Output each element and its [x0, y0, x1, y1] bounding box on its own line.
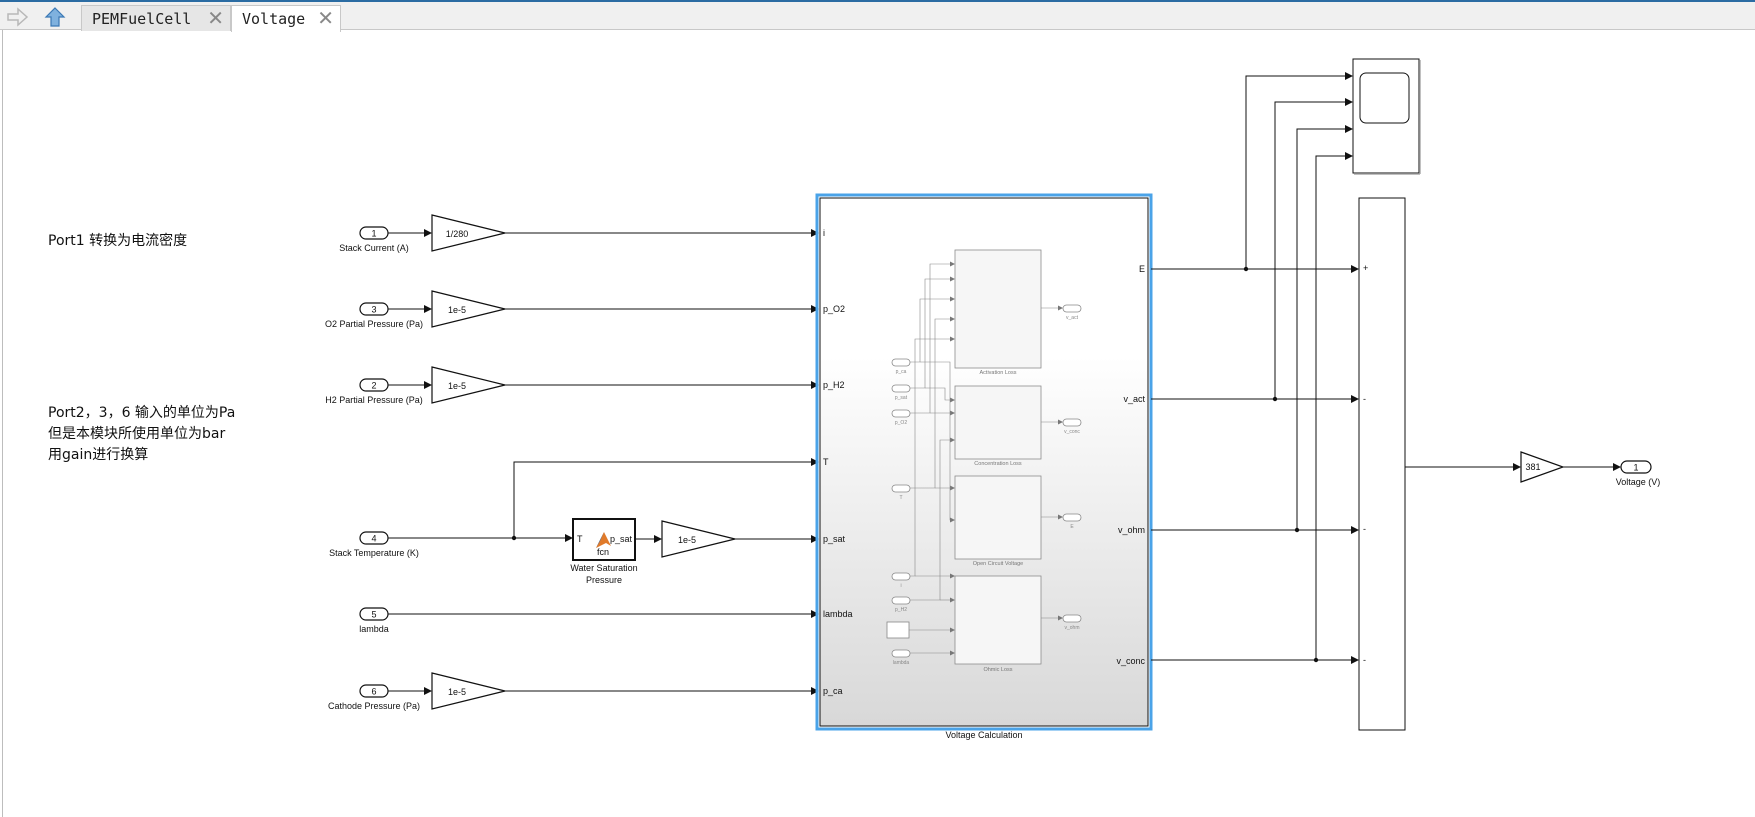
model-canvas[interactable]	[2, 30, 1755, 817]
input-signal-lines	[388, 229, 819, 695]
inner-port-label: p_O2	[895, 420, 907, 426]
gain-pca[interactable]: 1e-5	[431, 672, 506, 710]
fcn-block-water-saturation[interactable]: T p_sat fcn Water Saturation Pressure	[570, 518, 638, 585]
subsystem-voltage-calculation[interactable]: Voltage Calculation i p_O2 p_H2 T p_sat …	[815, 193, 1153, 740]
inner-label: Open Circuit Voltage	[973, 561, 1023, 567]
inner-label: Ohmic Loss	[983, 667, 1012, 673]
tab-pemfuelcell[interactable]: PEMFuelCell ✕	[81, 5, 231, 31]
gain-value: 1e-5	[448, 687, 466, 697]
subsystem-out-port-v-act: v_act	[1123, 394, 1145, 404]
sum-sign: -	[1363, 394, 1366, 404]
inport-6[interactable]: 6 Cathode Pressure (Pa)	[328, 684, 420, 711]
inner-block-ohmic-loss	[954, 575, 1042, 665]
inner-block-open-circuit-voltage	[954, 475, 1042, 560]
inport-number: 3	[371, 305, 376, 315]
subsystem-in-port-lambda: lambda	[823, 609, 853, 619]
gain-value: 1/280	[446, 229, 469, 239]
inner-port-label: p_H2	[895, 607, 907, 613]
note-port1: Port1 转换为电流密度	[48, 233, 188, 249]
sum-block[interactable]: + - - -	[1358, 197, 1406, 731]
note-port236-line3: 用gain进行换算	[48, 447, 149, 463]
sum-sign: -	[1363, 655, 1366, 665]
inner-port-label: i	[900, 583, 901, 589]
gain-value: 1e-5	[678, 535, 696, 545]
subsystem-out-port-v-conc: v_conc	[1116, 656, 1145, 666]
up-arrow-icon	[44, 7, 66, 27]
gain-value: 1e-5	[448, 305, 466, 315]
inner-label: Concentration Loss	[974, 461, 1022, 467]
outport-1[interactable]: 1 Voltage (V)	[1616, 460, 1661, 487]
outport-number: 1	[1633, 463, 1638, 473]
inport-label: H2 Partial Pressure (Pa)	[325, 395, 423, 405]
gain-h2[interactable]: 1e-5	[431, 366, 506, 404]
inport-4[interactable]: 4 Stack Temperature (K)	[329, 531, 419, 558]
fcn-out-port: p_sat	[610, 534, 633, 544]
subsystem-in-port-t: T	[823, 457, 829, 467]
subsystem-in-port-p-ca: p_ca	[823, 686, 843, 696]
note-port236-line1: Port2，3，6 输入的单位为Pa	[48, 405, 236, 421]
tab-voltage[interactable]: Voltage ✕	[231, 5, 341, 32]
inport-label: Cathode Pressure (Pa)	[328, 701, 420, 711]
subsystem-in-port-p-h2: p_H2	[823, 380, 845, 390]
scope-screen-icon	[1359, 72, 1410, 124]
inport-5[interactable]: 5 lambda	[359, 607, 389, 634]
inner-port-label: E	[1070, 524, 1074, 530]
tab-bar: PEMFuelCell ✕ Voltage ✕	[0, 0, 1755, 32]
subsystem-in-port-p-o2: p_O2	[823, 304, 845, 314]
scope-block[interactable]	[1352, 58, 1421, 175]
inport-label: O2 Partial Pressure (Pa)	[325, 319, 423, 329]
back-arrow-icon	[7, 7, 29, 27]
inport-label: lambda	[359, 624, 389, 634]
output-signal-lines	[1151, 72, 1621, 664]
inner-port-label: p_ca	[896, 369, 907, 375]
outport-label: Voltage (V)	[1616, 477, 1661, 487]
inner-port-label: v_act	[1066, 315, 1079, 321]
fcn-in-port: T	[577, 534, 583, 544]
inner-port-label: v_ohm	[1064, 625, 1079, 631]
sum-sign: +	[1363, 263, 1368, 273]
up-button[interactable]	[38, 4, 72, 30]
inport-number: 5	[371, 610, 376, 620]
fcn-body: fcn	[597, 547, 609, 557]
inner-label: Activation Loss	[980, 370, 1017, 376]
inport-1[interactable]: 1 Stack Current (A)	[339, 226, 409, 253]
gain-value: 381	[1525, 462, 1540, 472]
back-button[interactable]	[0, 4, 34, 30]
gain-o2[interactable]: 1e-5	[431, 290, 506, 328]
gain-value: 1e-5	[448, 381, 466, 391]
inport-number: 1	[371, 229, 376, 239]
subsystem-content-preview: Activation Loss Concentration Loss Open …	[886, 249, 1082, 673]
fcn-label-line2: Pressure	[586, 575, 622, 585]
inner-block-activation-loss	[954, 249, 1042, 369]
inner-port-label: v_conc	[1064, 429, 1080, 435]
subsystem-out-port-v-ohm: v_ohm	[1118, 525, 1145, 535]
close-icon[interactable]: ✕	[317, 6, 334, 30]
note-port236-line2: 但是本模块所使用单位为bar	[48, 426, 226, 442]
inner-port-label: T	[899, 495, 902, 501]
gain-current[interactable]: 1/280	[431, 214, 506, 252]
inner-port-label: p_sat	[895, 395, 908, 401]
close-icon[interactable]: ✕	[207, 6, 224, 30]
inport-number: 2	[371, 381, 376, 391]
subsystem-in-port-p-sat: p_sat	[823, 534, 846, 544]
fcn-label-line1: Water Saturation	[570, 563, 637, 573]
inport-number: 4	[371, 534, 376, 544]
subsystem-in-port-i: i	[823, 228, 825, 238]
inport-label: Stack Current (A)	[339, 243, 409, 253]
sum-sign: -	[1363, 524, 1366, 534]
inner-port-label: lambda	[893, 660, 910, 666]
subsystem-label: Voltage Calculation	[945, 730, 1022, 740]
tab-label: PEMFuelCell	[92, 9, 192, 28]
inport-3[interactable]: 3 O2 Partial Pressure (Pa)	[325, 302, 423, 329]
tab-label: Voltage	[242, 10, 306, 28]
gain-output[interactable]: 381	[1520, 451, 1565, 483]
gain-psat[interactable]: 1e-5	[661, 520, 736, 558]
inport-label: Stack Temperature (K)	[329, 548, 419, 558]
inport-2[interactable]: 2 H2 Partial Pressure (Pa)	[325, 378, 423, 405]
subsystem-out-port-e: E	[1139, 264, 1145, 274]
matlab-logo-icon	[596, 532, 611, 548]
inner-block-concentration-loss	[954, 385, 1042, 460]
inport-number: 6	[371, 687, 376, 697]
